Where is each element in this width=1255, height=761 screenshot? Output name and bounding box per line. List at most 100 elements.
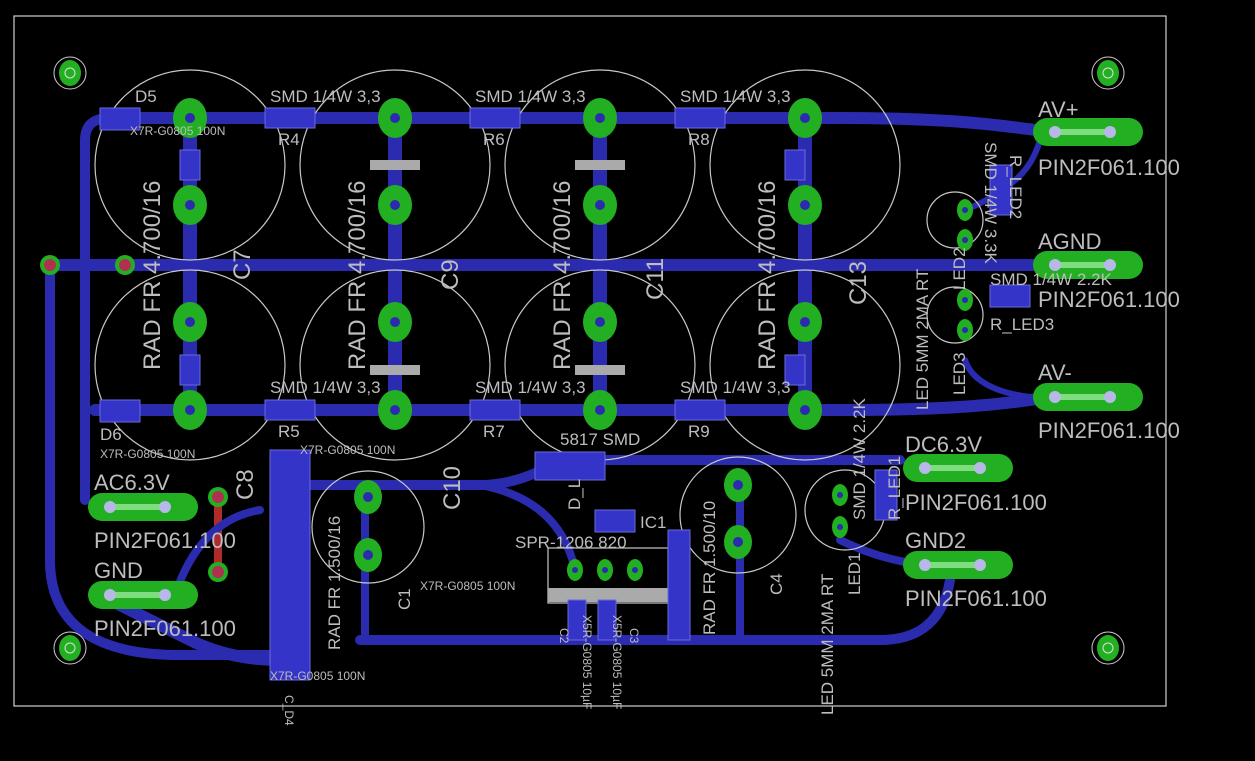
connector-ac63v-package: PIN2F061.100	[94, 528, 236, 553]
pad-drill	[800, 405, 810, 415]
pad-drill	[363, 550, 373, 560]
res-rled3-value: SMD 1/4W 2.2K	[990, 270, 1113, 289]
res-rled3-name: R_LED3	[990, 315, 1054, 334]
pad-drill	[733, 537, 743, 547]
mounting-hole-outline	[1091, 56, 1125, 90]
pad-drill	[159, 501, 171, 513]
pad-drill	[572, 567, 578, 573]
connector-av-minus-label: AV-	[1038, 360, 1072, 385]
cap-c4-value: RAD FR 1.500/10	[700, 501, 719, 635]
cap-c8-name: C8	[232, 469, 259, 500]
led1-package: LED 5MM 2MA RT	[818, 574, 837, 715]
res-r5-value: SMD 1/4W 3,3	[270, 378, 381, 397]
res-r7-name: R7	[483, 422, 505, 441]
pad-drill	[800, 113, 810, 123]
via-drill	[212, 491, 224, 503]
x7r-label-3: X7R-G0805 100N	[300, 443, 395, 457]
pad-drill	[800, 200, 810, 210]
via-drill	[212, 566, 224, 578]
pad-drill	[595, 113, 605, 123]
mounting-hole-icon	[1097, 60, 1119, 86]
mounting-hole-drill	[64, 67, 76, 79]
cap-c10-name: C10	[439, 466, 466, 510]
pad-drill	[185, 113, 195, 123]
pad-drill	[974, 462, 986, 474]
spr-label: SPR-1206 820	[515, 533, 627, 552]
pad-drill	[104, 501, 116, 513]
x5r-label-1: X5R-G0805 10µF	[580, 615, 594, 709]
connector-av-plus-package: PIN2F061.100	[1038, 155, 1180, 180]
pad-drill	[390, 200, 400, 210]
x7r-label-4: X7R-G0805 100N	[420, 579, 515, 593]
connector-dc63v-label: DC6.3V	[905, 432, 982, 457]
cap-c7-value: RAD FR 4.700/16	[139, 181, 166, 370]
cap-c11-value: RAD FR 4.700/16	[549, 181, 576, 370]
connector-av-minus-package: PIN2F061.100	[1038, 418, 1180, 443]
mounting-hole-outline	[1091, 631, 1125, 665]
pad-drill	[1104, 391, 1116, 403]
pad-drill	[632, 567, 638, 573]
pad-drill	[962, 237, 968, 243]
connector-ac63v-label: AC6.3V	[94, 470, 170, 495]
connector-agnd-package: PIN2F061.100	[1038, 287, 1180, 312]
cap-c13-value: RAD FR 4.700/16	[754, 181, 781, 370]
res-r9-name: R9	[688, 422, 710, 441]
capacitor-outlines	[94, 69, 984, 604]
res-rled1-name: R_LED1	[885, 456, 904, 520]
pad-drill	[602, 567, 608, 573]
board-outline	[13, 15, 1167, 707]
mounting-hole-outline	[53, 631, 87, 665]
pad-drill	[390, 405, 400, 415]
diode-d5-label: D5	[135, 87, 157, 106]
c2-label: C2	[557, 628, 571, 644]
cap-c9-name: C9	[437, 259, 464, 290]
mounting-hole-icon	[1097, 635, 1119, 661]
res-r5-name: R5	[278, 422, 300, 441]
res-r6-name: R6	[483, 130, 505, 149]
cap-c13-name: C13	[845, 261, 872, 305]
x7r-label-1: X7R-G0805 100N	[130, 124, 225, 138]
cap-c1-name: C1	[395, 588, 414, 610]
via-drill	[119, 259, 131, 271]
x7r-label-2: X7R-G0805 100N	[100, 447, 195, 461]
pad-drill	[1049, 259, 1061, 271]
mounting-hole-icon	[59, 635, 81, 661]
pad-drill	[1104, 259, 1116, 271]
pad-drill	[1104, 126, 1116, 138]
pad-drill	[919, 462, 931, 474]
led2-label: LED2	[950, 247, 969, 290]
connector-agnd-label: AGND	[1038, 229, 1102, 254]
res-rled1-value: SMD 1/4W 2.2K	[850, 397, 869, 520]
cap-c11-name: C11	[642, 258, 669, 300]
pad-drill	[974, 559, 986, 571]
schottky-label: 5817 SMD	[560, 430, 640, 449]
pad-drill	[837, 492, 843, 498]
cap-c7-name: C7	[229, 249, 256, 280]
mounting-hole-outline	[53, 56, 87, 90]
pad-drill	[800, 317, 810, 327]
mounting-hole-drill	[1102, 642, 1114, 654]
connector-dc63v-package: PIN2F061.100	[905, 490, 1047, 515]
pad-drill	[390, 317, 400, 327]
res-rled2-name: R_LED2	[1006, 155, 1025, 219]
pad-drill	[1049, 126, 1061, 138]
through-hole-pads	[40, 56, 1143, 665]
pad-drill	[837, 524, 843, 530]
pad-drill	[595, 405, 605, 415]
via-drill	[44, 259, 56, 271]
pad-drill	[185, 200, 195, 210]
pad-drill	[919, 559, 931, 571]
ic1-label: IC1	[640, 513, 666, 532]
mounting-hole-drill	[1102, 67, 1114, 79]
pad-drill	[962, 207, 968, 213]
pad-drill	[363, 492, 373, 502]
mounting-hole-drill	[64, 642, 76, 654]
pad-drill	[185, 317, 195, 327]
pad-drill	[390, 113, 400, 123]
pad-drill	[962, 297, 968, 303]
led3-package: LED 5MM 2MA RT	[913, 269, 932, 410]
c3-label: C3	[627, 628, 641, 644]
res-r6-value: SMD 1/4W 3,3	[475, 87, 586, 106]
pad-drill	[733, 480, 743, 490]
